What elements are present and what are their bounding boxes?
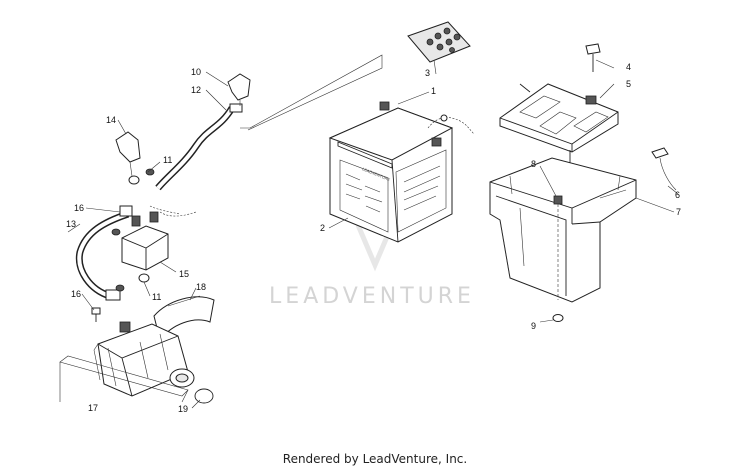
bracket-17-leader bbox=[59, 362, 189, 403]
bolt-16-lower[interactable] bbox=[91, 307, 101, 322]
callout-11-lower: 11 bbox=[152, 292, 161, 302]
callout-9: 9 bbox=[531, 321, 536, 331]
callout-13: 13 bbox=[66, 219, 76, 229]
callout-1: 1 bbox=[431, 86, 436, 96]
starter-solenoid[interactable] bbox=[121, 205, 197, 271]
callout-10: 10 bbox=[191, 67, 201, 77]
nut-11-upper[interactable] bbox=[128, 168, 155, 185]
callout-15: 15 bbox=[179, 269, 189, 279]
nut-9[interactable] bbox=[552, 314, 564, 322]
terminal-cap-kit[interactable] bbox=[407, 21, 471, 63]
heat-shield[interactable] bbox=[153, 295, 215, 342]
diagram-canvas: LEADVENTURE bbox=[59, 21, 681, 414]
callout-14: 14 bbox=[106, 115, 116, 125]
terminal-boot-14[interactable] bbox=[115, 131, 141, 177]
battery-box[interactable] bbox=[489, 157, 637, 303]
callout-12: 12 bbox=[191, 85, 201, 95]
strap-6[interactable] bbox=[651, 147, 677, 191]
callout-8: 8 bbox=[531, 159, 536, 169]
callout-3: 3 bbox=[425, 68, 430, 78]
oring-19[interactable] bbox=[194, 388, 214, 404]
callout-18: 18 bbox=[196, 282, 206, 292]
callouts: 1 2 3 4 5 6 7 8 9 10 11 11 12 13 14 15 1… bbox=[66, 62, 681, 414]
callout-16-lower: 16 bbox=[71, 289, 81, 299]
callout-2: 2 bbox=[320, 223, 325, 233]
callout-19: 19 bbox=[178, 404, 188, 414]
callout-11-upper: 11 bbox=[163, 155, 172, 165]
battery[interactable] bbox=[328, 101, 475, 243]
callout-4: 4 bbox=[626, 62, 631, 72]
footer-credit: Rendered by LeadVenture, Inc. bbox=[282, 452, 468, 466]
terminal-boot-10[interactable] bbox=[227, 73, 251, 106]
watermark-text: LEADVENTURE bbox=[269, 284, 475, 309]
leader-lines bbox=[67, 59, 679, 409]
hold-down-plate[interactable] bbox=[499, 83, 619, 168]
cable-13[interactable] bbox=[75, 205, 133, 301]
leader-cable-to-battery bbox=[240, 54, 383, 131]
bolt-8[interactable] bbox=[553, 195, 563, 300]
cable-12[interactable] bbox=[155, 103, 243, 191]
callout-17: 17 bbox=[88, 403, 98, 413]
fastener-4[interactable] bbox=[585, 43, 601, 72]
callout-6: 6 bbox=[675, 190, 680, 200]
watermark-logo bbox=[355, 224, 395, 272]
callout-5: 5 bbox=[626, 79, 631, 89]
callout-7: 7 bbox=[676, 207, 681, 217]
starter-motor[interactable] bbox=[93, 321, 195, 397]
nut-11-lower[interactable] bbox=[138, 273, 150, 283]
callout-16-upper: 16 bbox=[74, 203, 84, 213]
